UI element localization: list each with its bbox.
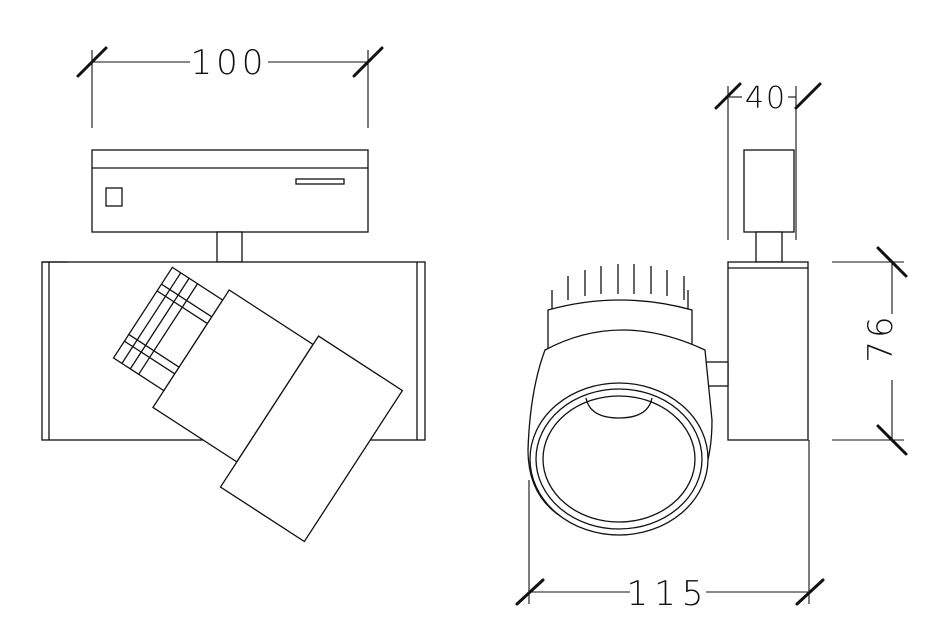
dimension-label-76: 76	[861, 313, 901, 362]
adapter-slot	[295, 178, 345, 185]
adapter-switch	[105, 187, 123, 207]
adapter-stem	[216, 231, 243, 263]
side-view: 40	[515, 81, 908, 614]
lamp-head-tilted	[112, 266, 404, 543]
dimension-adapter-width: 40	[714, 81, 822, 240]
pivot-joint	[703, 361, 729, 387]
driver-side	[727, 261, 809, 441]
front-view: 100	[41, 43, 426, 543]
heatsink-fins	[551, 264, 689, 310]
adapter-stem-side	[755, 231, 783, 263]
dimension-label-115: 115	[627, 574, 710, 614]
lamp-bezel	[529, 382, 709, 536]
dimension-side-width: 115	[515, 440, 825, 614]
dimension-label-100: 100	[191, 43, 268, 83]
adapter-profile	[743, 149, 795, 233]
reflector-cutout	[585, 397, 653, 419]
lamp-front-cylinder	[219, 335, 404, 543]
dimension-side-height: 76	[832, 246, 908, 456]
dimension-front-width: 100	[76, 43, 384, 128]
dimension-label-40: 40	[745, 81, 787, 116]
track-adapter	[91, 149, 369, 233]
